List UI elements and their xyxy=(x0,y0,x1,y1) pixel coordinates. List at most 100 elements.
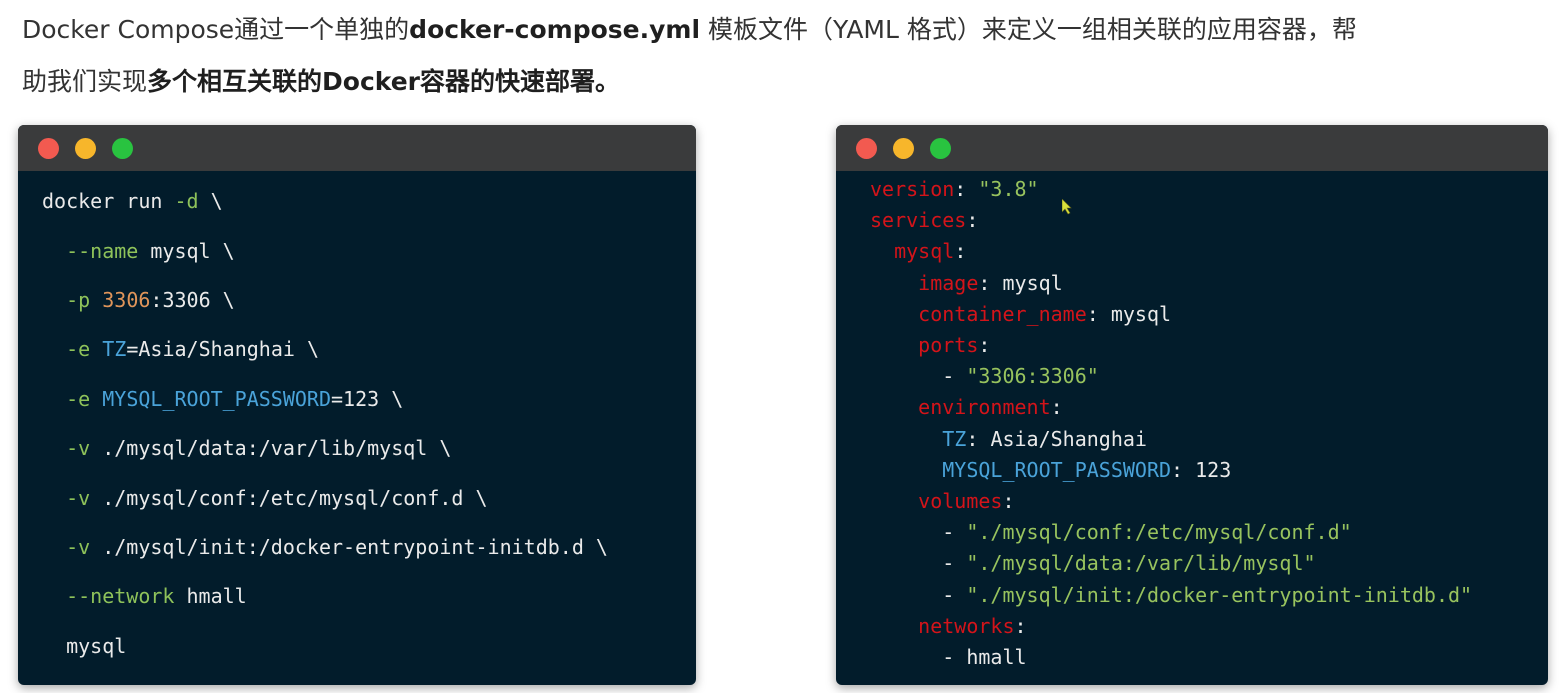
yaml-line: - "./mysql/data:/var/lib/mysql" xyxy=(870,549,1315,577)
yaml-line: container_name: mysql xyxy=(870,300,1171,328)
yaml-string: "3306:3306" xyxy=(966,364,1099,389)
code-flag: -v xyxy=(66,486,91,510)
code-line: --network hmall xyxy=(42,582,247,610)
code-indent xyxy=(42,387,66,411)
yaml-punct: : xyxy=(1086,301,1111,326)
yaml-value: Asia/Shanghai xyxy=(990,426,1147,451)
docker-run-code: docker run -d \ --name mysql \ -p 3306:3… xyxy=(18,171,696,685)
intro-bold-filename: docker-compose.yml xyxy=(409,15,701,44)
yaml-line: - "./mysql/conf:/etc/mysql/conf.d" xyxy=(870,518,1352,546)
yaml-key: volumes xyxy=(918,489,1003,513)
yaml-key: ports xyxy=(918,333,979,357)
yaml-punct: : xyxy=(954,177,979,201)
yaml-env-key: MYSQL_ROOT_PASSWORD xyxy=(942,457,1172,482)
yaml-punct: : xyxy=(966,426,991,451)
code-line: -e TZ=Asia/Shanghai \ xyxy=(42,335,319,363)
code-flag: -e xyxy=(66,387,91,411)
code-flag: --name xyxy=(66,239,139,263)
yaml-indent xyxy=(870,614,918,638)
code-number: 3306 xyxy=(102,288,151,312)
yaml-indent xyxy=(870,551,942,575)
code-indent xyxy=(42,634,66,658)
code-text: \ xyxy=(198,189,223,213)
code-space xyxy=(90,387,102,411)
window-titlebar xyxy=(836,125,1548,171)
close-dot-icon[interactable] xyxy=(856,138,877,159)
minimize-dot-icon[interactable] xyxy=(893,138,914,159)
yaml-string: "./mysql/conf:/etc/mysql/conf.d" xyxy=(966,520,1352,545)
intro-text: 助我们实现 xyxy=(22,67,148,96)
yaml-indent xyxy=(870,271,918,295)
code-flag: -v xyxy=(66,535,91,559)
intro-line-1: Docker Compose通过一个单独的docker-compose.yml … xyxy=(22,4,1532,56)
code-text: ./mysql/init:/docker-entrypoint-initdb.d… xyxy=(90,535,608,559)
yaml-indent xyxy=(870,427,942,451)
yaml-line: MYSQL_ROOT_PASSWORD: 123 xyxy=(870,456,1231,484)
yaml-line: - "./mysql/init:/docker-entrypoint-initd… xyxy=(870,581,1472,609)
yaml-punct: : xyxy=(1050,395,1063,420)
compose-yaml-code: version: "3.8"services: mysql: image: my… xyxy=(836,171,1548,685)
code-flag: -e xyxy=(66,337,91,361)
code-line: docker run -d \ xyxy=(42,187,223,215)
yaml-indent xyxy=(870,239,894,263)
window-titlebar xyxy=(18,125,696,171)
code-indent xyxy=(42,288,66,312)
code-indent xyxy=(42,436,66,460)
code-indent xyxy=(42,535,66,559)
intro-bold-text: 多个相互关联的Docker容器的快速部署。 xyxy=(147,67,621,96)
yaml-value: 123 xyxy=(1195,457,1232,482)
code-text: =Asia/Shanghai \ xyxy=(126,337,319,361)
yaml-key: container_name xyxy=(918,301,1087,326)
yaml-punct: : xyxy=(966,208,979,233)
yaml-line: TZ: Asia/Shanghai xyxy=(870,425,1147,453)
intro-text: 模板文件（YAML 格式）来定义一组相关联的应用容器，帮 xyxy=(700,15,1357,44)
mouse-cursor-icon xyxy=(1062,199,1072,215)
yaml-indent xyxy=(870,333,918,357)
yaml-punct: : xyxy=(954,239,967,264)
yaml-punct: : xyxy=(1014,613,1027,638)
code-space xyxy=(90,288,102,312)
close-dot-icon[interactable] xyxy=(38,138,59,159)
yaml-line: networks: xyxy=(870,612,1027,640)
yaml-key: networks xyxy=(918,613,1015,638)
code-line: mysql xyxy=(42,632,126,660)
yaml-punct: - xyxy=(942,520,967,545)
code-text: hmall xyxy=(174,584,247,608)
code-text: docker run xyxy=(42,189,175,213)
yaml-indent xyxy=(870,583,942,607)
yaml-value: mysql xyxy=(1002,270,1063,295)
compose-file-window: version: "3.8"services: mysql: image: my… xyxy=(836,125,1548,685)
yaml-punct: - xyxy=(942,645,967,669)
yaml-key: version xyxy=(870,177,955,201)
yaml-indent xyxy=(870,520,942,544)
code-flag: --network xyxy=(66,584,175,608)
code-text: mysql \ xyxy=(138,239,235,263)
code-flag: -v xyxy=(66,436,91,460)
code-flag: -p xyxy=(66,288,91,312)
code-text: =123 \ xyxy=(331,387,404,411)
code-indent xyxy=(42,239,66,263)
maximize-dot-icon[interactable] xyxy=(112,138,133,159)
yaml-punct: : xyxy=(1171,457,1196,482)
yaml-string: "./mysql/init:/docker-entrypoint-initdb.… xyxy=(966,582,1473,607)
yaml-value: hmall xyxy=(966,645,1027,669)
yaml-line: services: xyxy=(870,206,978,234)
code-env-var: MYSQL_ROOT_PASSWORD xyxy=(102,387,332,411)
yaml-line: environment: xyxy=(870,393,1063,421)
code-text: ./mysql/data:/var/lib/mysql \ xyxy=(90,436,452,460)
yaml-string: "3.8" xyxy=(978,177,1039,201)
minimize-dot-icon[interactable] xyxy=(75,138,96,159)
yaml-indent xyxy=(870,395,918,419)
yaml-value: mysql xyxy=(1110,301,1172,326)
yaml-line: ports: xyxy=(870,331,990,359)
code-env-var: TZ xyxy=(102,337,127,361)
yaml-env-key: TZ xyxy=(942,426,967,451)
code-text: mysql xyxy=(66,634,127,658)
code-line: -e MYSQL_ROOT_PASSWORD=123 \ xyxy=(42,385,403,413)
code-line: -v ./mysql/conf:/etc/mysql/conf.d \ xyxy=(42,484,488,512)
maximize-dot-icon[interactable] xyxy=(930,138,951,159)
intro-text: Docker Compose通过一个单独的 xyxy=(22,15,410,44)
code-text: ./mysql/conf:/etc/mysql/conf.d \ xyxy=(90,486,488,510)
code-line: -v ./mysql/init:/docker-entrypoint-initd… xyxy=(42,533,608,561)
yaml-punct: : xyxy=(978,333,991,357)
